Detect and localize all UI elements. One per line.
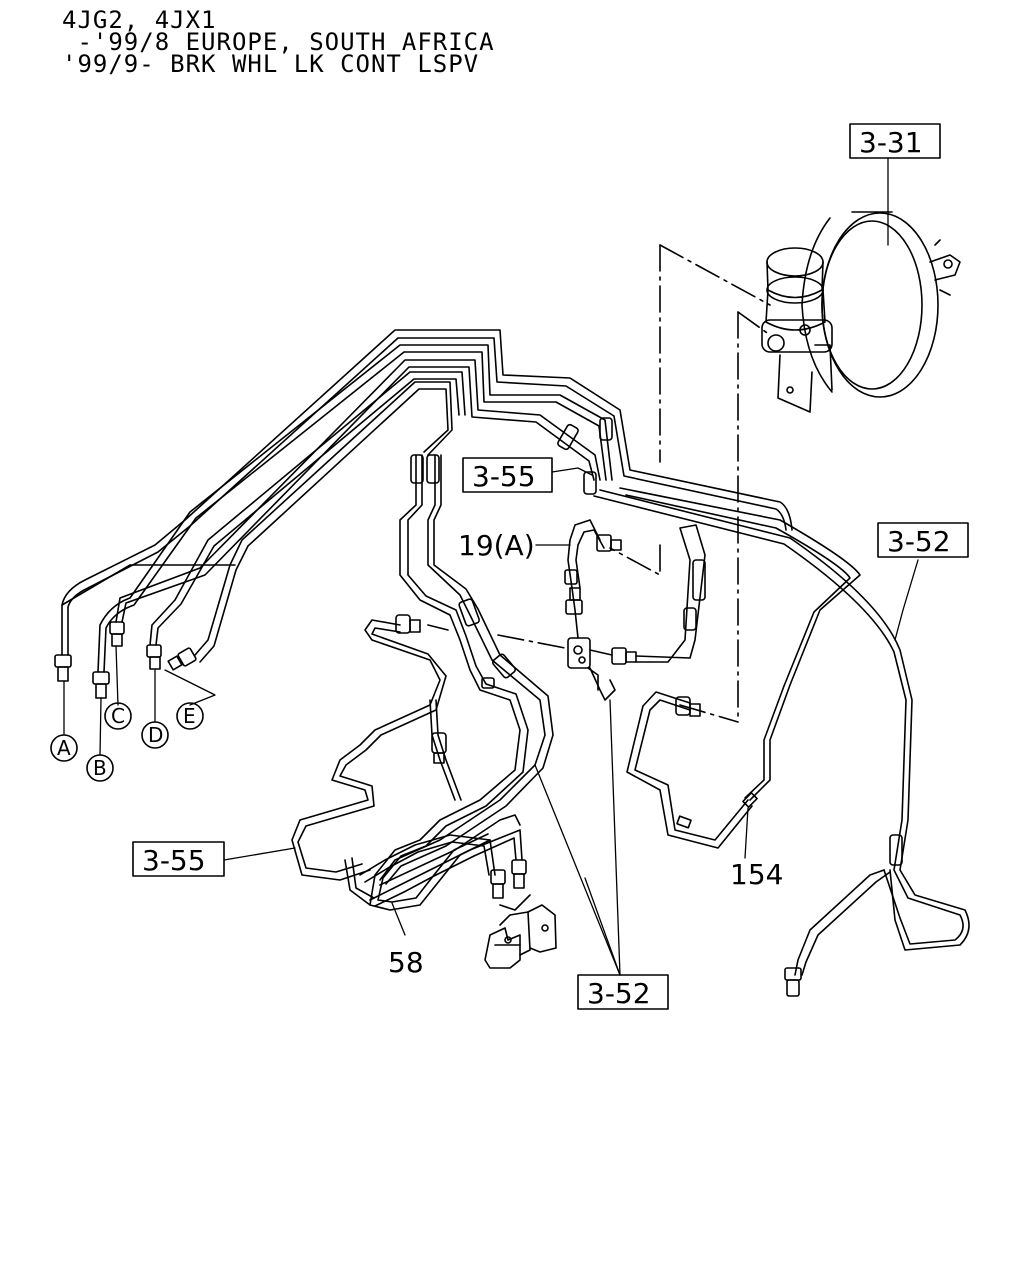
circle-label-b: B <box>93 756 107 780</box>
pipe-154 <box>626 691 758 849</box>
brake-booster-illustration <box>761 211 961 413</box>
ref-label-3-52-right: 3-52 <box>887 525 951 558</box>
pipe-3-55-left-loop <box>291 614 462 906</box>
ref-label-19a: 19(A) <box>458 529 535 562</box>
pipe-bundle-upper <box>61 329 793 673</box>
junction-block <box>484 894 557 969</box>
header-line-2: -'99/8 EUROPE, SOUTH AFRICA <box>62 28 495 56</box>
header-line-3: '99/9- BRK WHL LK CONT LSPV <box>62 50 480 78</box>
ref-label-3-55-left: 3-55 <box>142 844 206 877</box>
circle-label-c: C <box>111 704 125 728</box>
callout-boxes <box>132 123 969 1010</box>
part-label-154: 154 <box>730 858 783 891</box>
ref-label-3-31: 3-31 <box>859 126 923 159</box>
circle-label-e: E <box>183 704 196 728</box>
lspv-valve <box>564 519 706 701</box>
pipe-end-fittings <box>54 621 197 699</box>
pipe-right-run <box>593 487 970 997</box>
header-line-1: 4JG2, 4JX1 <box>62 6 217 34</box>
part-label-58: 58 <box>388 946 424 979</box>
leader-lines-dashed <box>427 244 771 723</box>
ref-label-3-52-bottom: 3-52 <box>587 977 651 1010</box>
pipe-3-55-center <box>369 417 706 911</box>
callout-leader-lines <box>63 157 919 976</box>
letter-circles <box>50 702 204 782</box>
ref-label-3-55-top: 3-55 <box>472 460 536 493</box>
pipe-58 <box>359 814 527 907</box>
circle-label-a: A <box>57 736 71 760</box>
circle-label-d: D <box>148 723 163 747</box>
